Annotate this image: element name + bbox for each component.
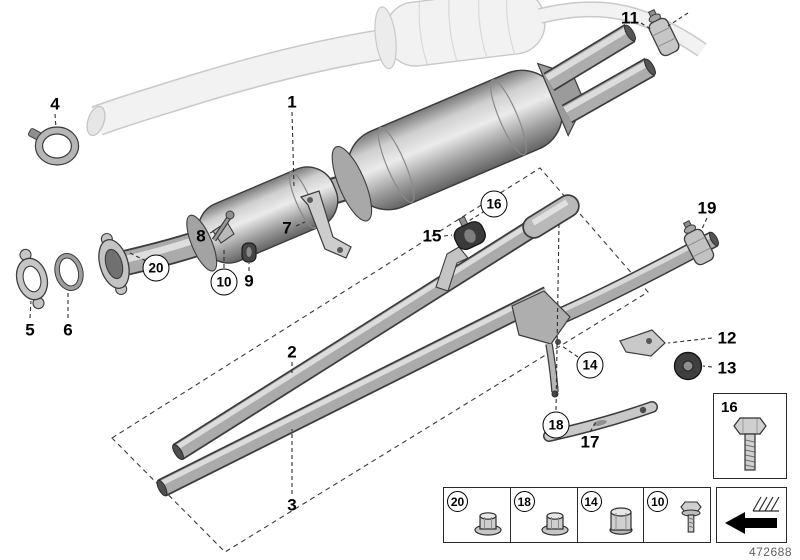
bracket-12 <box>619 329 666 357</box>
callout-14: 14 <box>576 351 604 379</box>
callout-3: 3 <box>287 495 297 515</box>
legend-10-number: 10 <box>647 491 669 512</box>
rubber-mount-15 <box>453 215 486 250</box>
clamp-11 <box>647 8 680 57</box>
mount-bracket <box>435 246 469 292</box>
rubber-grommet-9 <box>241 242 257 263</box>
callout-16: 16 <box>480 190 508 218</box>
front-pipes-assembly <box>156 194 719 497</box>
leader-lines <box>29 12 713 494</box>
flange-nut-icon <box>474 512 502 536</box>
junction-bracket <box>511 290 571 345</box>
legend-cell-18: 18 <box>509 488 577 542</box>
hex-nut-icon <box>609 507 633 535</box>
legend-18-number: 18 <box>513 491 535 512</box>
direction-arrow-box <box>716 487 787 543</box>
legend-14-number: 14 <box>580 491 602 512</box>
callout-20: 20 <box>142 254 170 282</box>
legend-cell-14: 14 <box>576 488 644 542</box>
legend-16-number: 16 <box>721 399 738 416</box>
callout-10: 10 <box>210 268 238 296</box>
callout-15: 15 <box>422 226 442 246</box>
fastener-legend: 20 18 14 <box>443 487 711 543</box>
legend-20-number: 20 <box>447 491 468 512</box>
callout-9: 9 <box>244 271 254 291</box>
stud-8 <box>211 210 235 242</box>
callout-13: 13 <box>717 358 737 378</box>
callout-11: 11 <box>621 8 639 28</box>
callout-17: 17 <box>580 432 600 452</box>
hex-bolt-icon <box>733 417 767 471</box>
screw-icon <box>680 501 702 533</box>
direction-arrow-icon <box>724 496 780 534</box>
clamp-19 <box>682 220 715 266</box>
center-muffler-assembly <box>98 24 656 296</box>
rear-muffler-ghost <box>86 0 707 137</box>
callout-19: 19 <box>697 198 717 218</box>
legend-box-16: 16 <box>713 393 787 479</box>
callout-7: 7 <box>282 218 292 238</box>
legend-cell-20: 20 <box>444 488 510 542</box>
front-flange <box>98 232 130 296</box>
kit-boundary <box>111 167 649 553</box>
callout-4: 4 <box>50 94 60 114</box>
bracket-7 <box>299 190 352 259</box>
callout-12: 12 <box>717 328 737 348</box>
callout-5: 5 <box>25 320 35 340</box>
legend-cell-10: 10 <box>643 488 710 542</box>
flange-nut-icon <box>540 512 569 536</box>
callout-18: 18 <box>542 411 570 439</box>
callout-1: 1 <box>287 92 297 112</box>
callout-8: 8 <box>196 226 206 246</box>
callout-6: 6 <box>63 320 73 340</box>
callout-2: 2 <box>287 342 297 362</box>
diagram-part-number: 472688 <box>748 545 792 559</box>
flange-5 <box>15 248 49 310</box>
rubber-mount-13 <box>673 351 703 381</box>
gasket-6 <box>54 252 84 292</box>
clamp-4 <box>27 126 80 166</box>
